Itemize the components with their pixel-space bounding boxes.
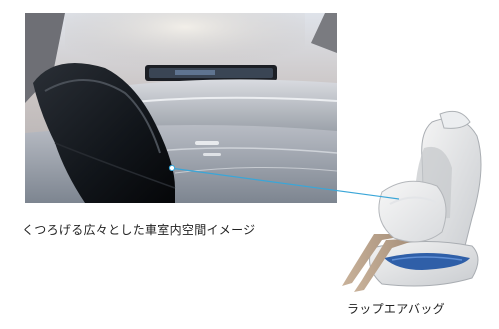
airbag-caption: ラップエアバッグ — [347, 302, 445, 316]
seat-airbag-illustration — [312, 108, 492, 294]
interior-photo — [25, 13, 337, 203]
interior-caption: くつろげる広々とした車室内空間イメージ — [22, 223, 256, 237]
